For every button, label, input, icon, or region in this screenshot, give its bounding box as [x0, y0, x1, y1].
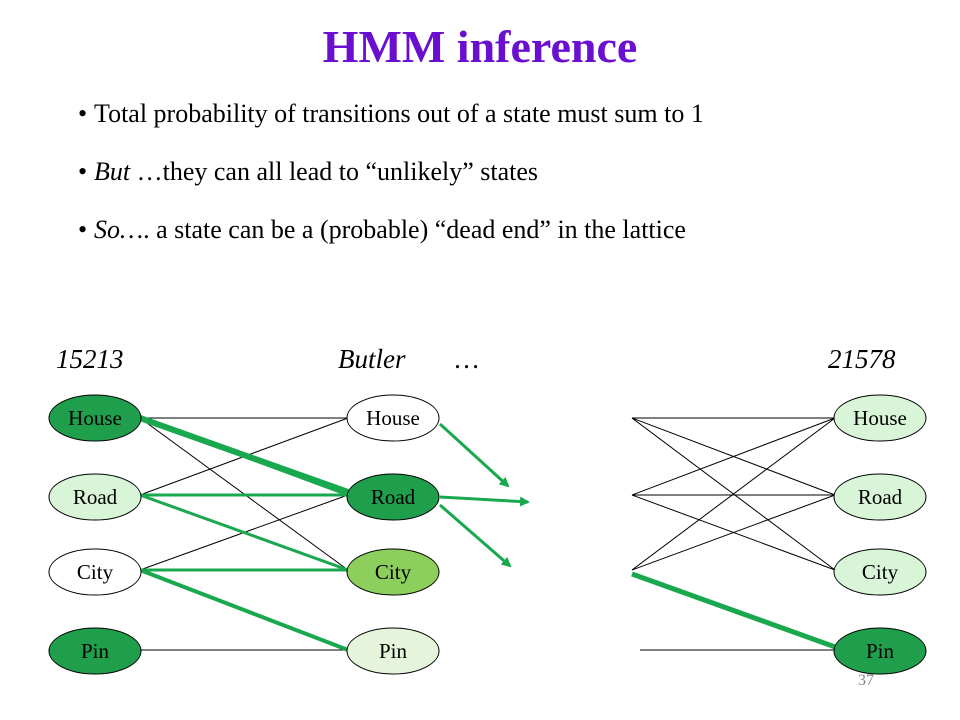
bullet-lead: But [94, 157, 131, 186]
node-label: City [77, 560, 114, 584]
node-label: Road [73, 485, 118, 509]
edge-r-city-pin-bold [631, 571, 839, 651]
edges-col3 [631, 417, 836, 651]
node-house-col3 [833, 394, 927, 442]
node-house-col1 [48, 394, 142, 442]
column-label-21578: 21578 [828, 344, 896, 374]
edge-road-city [139, 493, 349, 572]
node-road-col2 [346, 473, 440, 521]
bullet-dot: • [78, 157, 88, 186]
node-label: House [68, 406, 122, 430]
edge-r-city-road [631, 494, 836, 571]
arrow-road-out [439, 495, 530, 507]
outgoing-arrows [438, 422, 530, 568]
node-road-col3 [833, 473, 927, 521]
edge-r-road-house [631, 417, 836, 496]
node-label: Road [371, 485, 416, 509]
node-city-col2 [346, 548, 440, 596]
slide-title: HMM inference [322, 21, 638, 72]
node-label: Pin [81, 639, 110, 663]
column-label-ellipsis: … [455, 344, 480, 374]
arrow-house-out [438, 422, 510, 488]
edge-city-pin [139, 568, 349, 652]
bullet-dot: • [78, 99, 88, 128]
node-pin-col1 [48, 627, 142, 675]
node-road-col1 [48, 473, 142, 521]
column-2-nodes: House Road City Pin [346, 394, 440, 675]
bullet-dot: • [78, 215, 88, 244]
column-1-nodes: House Road City Pin [48, 394, 142, 675]
bullet-text: …they can all lead to “unlikely” states [130, 157, 539, 186]
bullet-lead: So… [94, 215, 144, 244]
bullet-item: •So…. a state can be a (probable) “dead … [78, 212, 704, 270]
node-pin-col2 [346, 627, 440, 675]
node-city-col1 [48, 548, 142, 596]
node-city-col3 [833, 548, 927, 596]
node-label: Pin [866, 639, 895, 663]
bullet-list: •Total probability of transitions out of… [78, 96, 704, 270]
node-label: House [366, 406, 420, 430]
arrow-road-city-out [439, 503, 512, 568]
node-pin-col3 [833, 627, 927, 675]
node-label: City [375, 560, 412, 584]
bullet-text: . a state can be a (probable) “dead end”… [143, 215, 686, 244]
node-label: Road [858, 485, 903, 509]
node-label: City [862, 560, 899, 584]
node-label: Pin [379, 639, 408, 663]
edge-house-road [139, 416, 349, 497]
highlight-edges-col1-col2 [138, 415, 350, 652]
node-label: House [853, 406, 907, 430]
column-label-butler: Butler [338, 344, 406, 374]
column-label-15213: 15213 [56, 344, 124, 374]
page-number: 37 [858, 672, 874, 689]
node-house-col2 [346, 394, 440, 442]
bullet-item: •Total probability of transitions out of… [78, 96, 704, 154]
column-3-nodes: House Road City Pin [833, 394, 927, 675]
bullet-item: •But …they can all lead to “unlikely” st… [78, 154, 704, 212]
edge-r-city-house [631, 417, 836, 571]
bullet-text: Total probability of transitions out of … [94, 99, 704, 128]
